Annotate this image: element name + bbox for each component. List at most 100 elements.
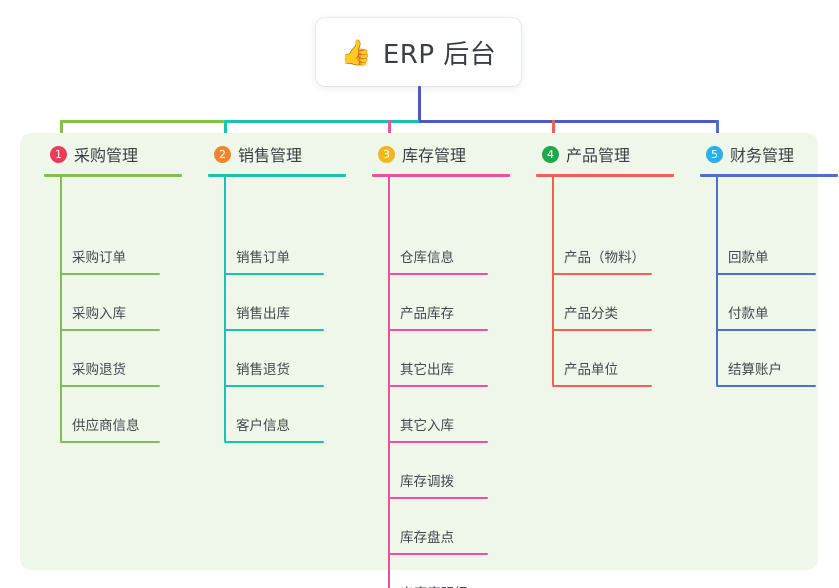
branch-item[interactable]: 出库库明细 — [366, 555, 518, 588]
branch-title: 财务管理 — [730, 146, 795, 165]
branch-item[interactable]: 产品单位 — [530, 331, 682, 387]
branch-item[interactable]: 销售出库 — [202, 275, 354, 331]
branch-header-5[interactable]: 5 财务管理 — [694, 133, 839, 177]
branch-item[interactable]: 回款单 — [694, 219, 839, 275]
branch-item-label: 产品分类 — [564, 306, 618, 322]
branch-item-rule — [388, 273, 488, 275]
branch-header-rule — [700, 174, 838, 177]
branch-item-rule — [716, 273, 816, 275]
branch-drop-4 — [552, 120, 555, 145]
branch-item-rule — [60, 273, 160, 275]
branch-header-rule — [536, 174, 674, 177]
branch-title: 采购管理 — [74, 146, 139, 165]
branch-header-2[interactable]: 2 销售管理 — [202, 133, 354, 177]
branch-item-rule — [60, 385, 160, 387]
branch-header-1[interactable]: 1 采购管理 — [38, 133, 190, 177]
branch-item-rule — [60, 441, 160, 443]
branch-item-label: 采购退货 — [72, 362, 126, 378]
branch-column-1: 1 采购管理采购订单采购入库采购退货供应商信息 — [38, 133, 190, 443]
branch-item-rule — [716, 385, 816, 387]
branch-spine — [388, 174, 390, 588]
branch-number-badge: 2 — [214, 145, 231, 163]
branch-item[interactable]: 仓库信息 — [366, 219, 518, 275]
branch-item[interactable]: 销售订单 — [202, 219, 354, 275]
root-node[interactable]: 👍 ERP 后台 — [316, 18, 521, 86]
branch-item[interactable]: 产品（物料） — [530, 219, 682, 275]
branch-item[interactable]: 库存调拨 — [366, 443, 518, 499]
bus-segment-2 — [224, 120, 419, 123]
branch-column-3: 3库存管理仓库信息产品库存其它出库其它入库库存调拨库存盘点出库库明细 — [366, 133, 518, 588]
branch-item-rule — [388, 497, 488, 499]
branch-item[interactable]: 其它出库 — [366, 331, 518, 387]
branch-item-label: 产品（物料） — [564, 250, 645, 266]
root-node-title: ERP 后台 — [382, 39, 497, 70]
branch-item[interactable]: 采购退货 — [38, 331, 190, 387]
branch-item-label: 库存调拨 — [400, 474, 454, 490]
branch-header-4[interactable]: 4 产品管理 — [530, 133, 682, 177]
branch-item-list: 销售订单销售出库销售退货客户信息 — [202, 175, 354, 443]
branch-item[interactable]: 其它入库 — [366, 387, 518, 443]
branch-item[interactable]: 客户信息 — [202, 387, 354, 443]
branch-item[interactable]: 结算账户 — [694, 331, 839, 387]
thumbs-up-icon: 👍 — [340, 37, 372, 67]
branch-item-label: 仓库信息 — [400, 250, 454, 266]
branch-item-label: 库存盘点 — [400, 530, 454, 546]
branch-number-badge: 5 — [706, 145, 723, 163]
branch-item-list: 回款单付款单结算账户 — [694, 175, 839, 387]
branch-item-label: 结算账户 — [728, 362, 782, 378]
branch-number-badge: 3 — [378, 145, 395, 163]
branch-item[interactable]: 供应商信息 — [38, 387, 190, 443]
branch-header-rule — [44, 174, 182, 177]
branch-item[interactable]: 采购订单 — [38, 219, 190, 275]
branch-spine — [716, 174, 718, 385]
branch-item-rule — [552, 329, 652, 331]
branch-item-rule — [388, 553, 488, 555]
branch-item-label: 客户信息 — [236, 418, 290, 434]
branch-item-rule — [388, 441, 488, 443]
bus-segment-3 — [419, 120, 719, 123]
branch-item-rule — [552, 385, 652, 387]
branch-drop-5 — [716, 120, 719, 145]
branch-item-label: 销售退货 — [236, 362, 290, 378]
branch-item-list: 采购订单采购入库采购退货供应商信息 — [38, 175, 190, 443]
branch-item-label: 销售订单 — [236, 250, 290, 266]
bus-segment-1 — [60, 120, 224, 123]
branch-item[interactable]: 产品库存 — [366, 275, 518, 331]
branch-header-rule — [372, 174, 510, 177]
branch-item-label: 其它入库 — [400, 418, 454, 434]
branch-item[interactable]: 产品分类 — [530, 275, 682, 331]
branch-item-rule — [224, 329, 324, 331]
branch-item[interactable]: 付款单 — [694, 275, 839, 331]
branch-number-badge: 1 — [50, 145, 67, 163]
branch-title: 销售管理 — [238, 146, 303, 165]
branch-item-rule — [224, 273, 324, 275]
branch-item-rule — [388, 385, 488, 387]
branch-item-list: 仓库信息产品库存其它出库其它入库库存调拨库存盘点出库库明细 — [366, 175, 518, 588]
branch-item-label: 其它出库 — [400, 362, 454, 378]
branch-item-rule — [552, 273, 652, 275]
branch-item-list: 产品（物料） 产品分类产品单位 — [530, 175, 682, 387]
branch-item-rule — [60, 329, 160, 331]
branch-item-rule — [224, 441, 324, 443]
root-trunk — [418, 86, 421, 123]
branch-column-4: 4 产品管理产品（物料） 产品分类产品单位 — [530, 133, 682, 387]
branch-item-label: 采购订单 — [72, 250, 126, 266]
branch-spine — [60, 174, 62, 441]
branch-number-badge: 4 — [542, 145, 559, 163]
branch-item-rule — [388, 329, 488, 331]
branch-item-rule — [716, 329, 816, 331]
branch-title: 产品管理 — [566, 146, 631, 165]
branch-item-rule — [224, 385, 324, 387]
branch-spine — [552, 174, 554, 385]
branch-item[interactable]: 销售退货 — [202, 331, 354, 387]
branch-header-rule — [208, 174, 346, 177]
branch-item-label: 供应商信息 — [72, 418, 140, 434]
branch-item[interactable]: 采购入库 — [38, 275, 190, 331]
branch-item[interactable]: 库存盘点 — [366, 499, 518, 555]
branches-panel: 1 采购管理采购订单采购入库采购退货供应商信息 2 销售管理销售订单销售出库销售退货客… — [20, 133, 838, 588]
branch-item-label: 产品库存 — [400, 306, 454, 322]
branch-drop-3 — [388, 120, 391, 145]
branch-item-label: 出库库明细 — [400, 582, 468, 588]
